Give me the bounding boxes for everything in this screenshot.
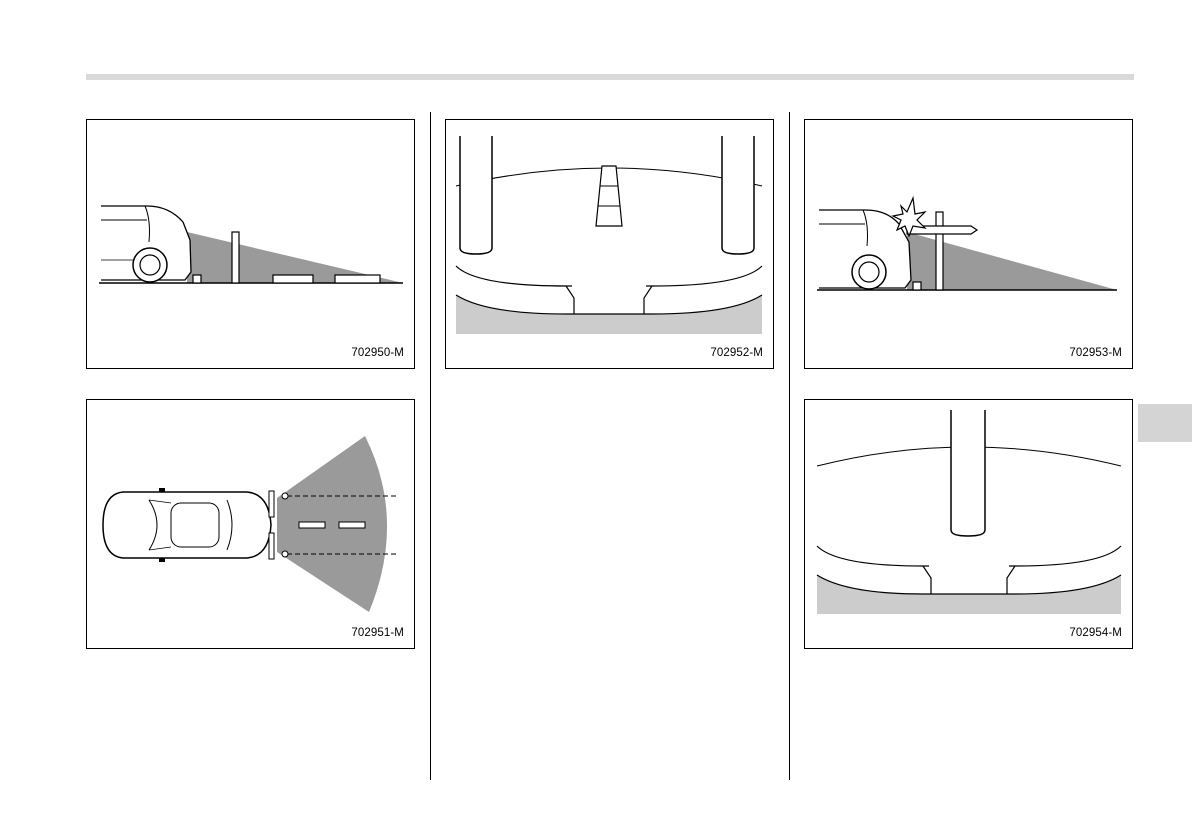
curb-stop [913,282,921,290]
figure-code: 702954-M [1069,627,1122,639]
top-view-illustration [87,400,413,647]
column-divider-left [430,112,431,780]
figure-code: 702952-M [710,347,763,359]
block-2 [335,275,380,283]
chapter-tab [1138,404,1192,442]
collision-illustration [805,120,1131,367]
camera-view-single-illustration [805,400,1131,647]
block-1 [273,275,313,283]
header-rule [86,74,1134,80]
figure-camera-view-pillars: 702952-M [445,119,774,369]
pillar-center [951,410,985,536]
camera-view-illustration [446,120,772,367]
figure-side-view-collision: 702953-M [804,119,1133,369]
center-object [596,166,622,226]
pillar-right [722,136,754,254]
pole [232,232,239,283]
figure-side-view-sensor: 702950-M [86,119,415,369]
figure-camera-view-single-pillar: 702954-M [804,399,1133,649]
signpost [936,212,943,290]
curb-stop [193,275,201,283]
figure-code: 702953-M [1069,347,1122,359]
pillar-left [460,136,492,254]
figure-code: 702950-M [351,347,404,359]
figure-top-view-sensor: 702951-M [86,399,415,649]
figure-code: 702951-M [351,627,404,639]
column-divider-right [789,112,790,780]
side-view-illustration [87,120,413,367]
sensor-fan [277,436,387,612]
